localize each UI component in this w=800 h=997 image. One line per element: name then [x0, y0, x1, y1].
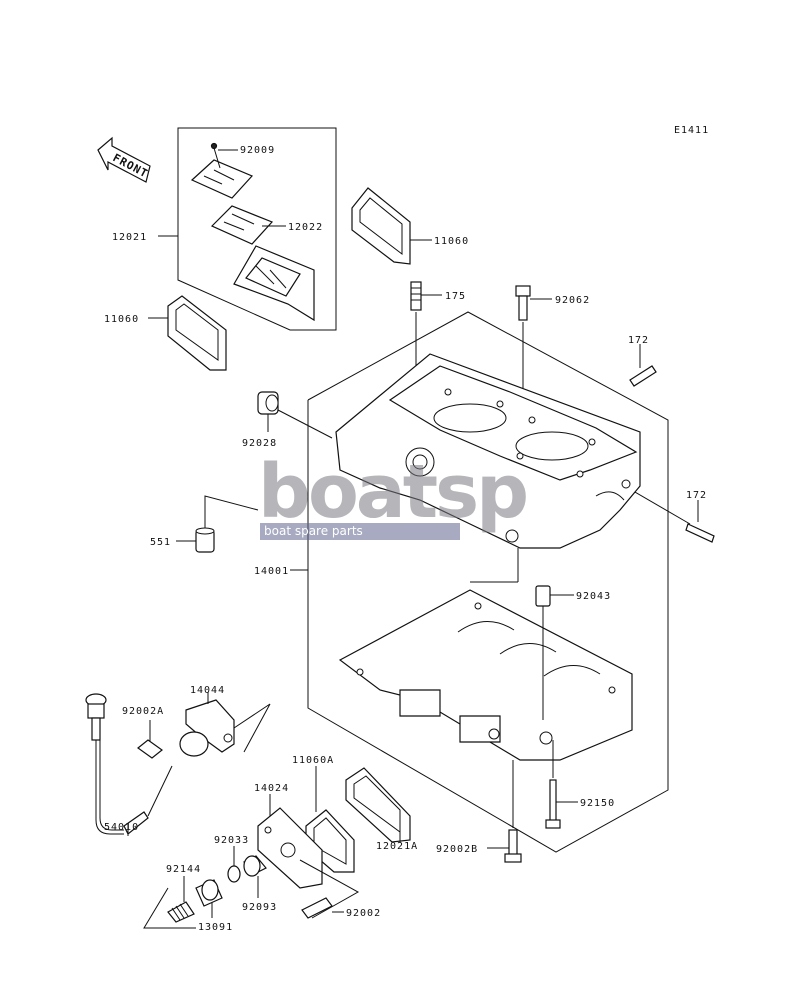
part-label-14024: 14024: [254, 783, 289, 794]
part-label-92144: 92144: [166, 864, 201, 875]
reed-petal-part: [210, 205, 286, 245]
part-label-92093: 92093: [242, 902, 277, 913]
plug-92028-part: [257, 391, 333, 439]
collar-92033-part: [227, 846, 241, 883]
part-label-551: 551: [150, 537, 171, 548]
part-label-92043: 92043: [576, 591, 611, 602]
part-label-92150: 92150: [580, 798, 615, 809]
part-label-13091: 13091: [198, 922, 233, 933]
gasket-left-part: [148, 295, 227, 371]
part-label-92062: 92062: [555, 295, 590, 306]
part-label-172-top: 172: [628, 335, 649, 346]
part-label-172-right: 172: [686, 490, 707, 501]
part-label-54010: 54010: [104, 822, 139, 833]
stud-172-top-part: [629, 344, 657, 387]
spring-92144-part: [143, 876, 196, 929]
cover-12021a-part: [345, 767, 411, 843]
crankcase-outline-box: [290, 311, 669, 853]
bolt-92002a-part: [137, 720, 163, 759]
sleeve-13091-part: [195, 879, 223, 918]
part-label-92002a: 92002A: [122, 706, 164, 717]
part-label-92002: 92002: [346, 908, 381, 919]
part-label-92028: 92028: [242, 438, 277, 449]
bolt-92002b-part: [487, 760, 522, 863]
dowel-92043-part: [535, 585, 574, 720]
front-arrow-icon: FRONT: [97, 136, 151, 183]
part-label-12022: 12022: [288, 222, 323, 233]
bolt-92150-part: [545, 740, 578, 829]
upper-crankcase-part: [335, 353, 641, 583]
part-label-14044: 14044: [190, 685, 225, 696]
reed-stopper-part: [190, 142, 254, 199]
part-label-175: 175: [445, 291, 466, 302]
part-label-12021: 12021: [112, 232, 147, 243]
part-label-92033: 92033: [214, 835, 249, 846]
bolt-92002-part: [299, 859, 360, 919]
stud-172-right-part: [627, 487, 715, 543]
plate-14024-part: [257, 794, 323, 889]
housing-14044-part: [179, 692, 271, 757]
gasket-top-part: [351, 187, 432, 265]
oil-line-54010-part: [85, 693, 173, 836]
reed-block-part: [233, 245, 315, 322]
dowel-551-part: [176, 495, 259, 553]
bushing-92093-part: [243, 855, 267, 898]
part-label-11060-top: 11060: [434, 236, 469, 247]
part-label-11060a: 11060A: [292, 755, 334, 766]
part-label-11060-left: 11060: [104, 314, 139, 325]
part-label-14001: 14001: [254, 566, 289, 577]
part-label-92002b: 92002B: [436, 844, 478, 855]
part-label-12021a: 12021A: [376, 841, 418, 852]
reed-valve-box: [158, 127, 337, 331]
lower-crankcase-part: [338, 589, 633, 761]
part-label-92009: 92009: [240, 145, 275, 156]
bolt-92062-part: [515, 285, 552, 390]
diagram-code: E1411: [674, 125, 709, 136]
